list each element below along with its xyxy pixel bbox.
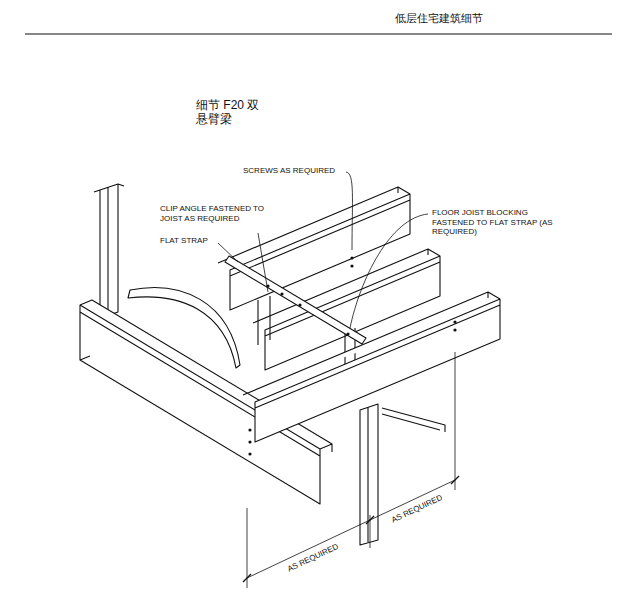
leader-lines [218, 172, 428, 328]
screw [346, 332, 349, 335]
running-header: 低层住宅建筑细节 [395, 12, 535, 25]
leader-line [258, 233, 268, 292]
callout-label: FLOOR JOIST BLOCKING FASTENED TO FLAT ST… [432, 208, 557, 237]
flat-strap [225, 256, 366, 344]
screw [350, 256, 353, 259]
screw [453, 320, 456, 323]
dimension-tick [243, 476, 459, 582]
leader-line [346, 172, 352, 250]
wall-stud [94, 184, 124, 318]
detail-title: 细节 F20 双悬臂梁 [196, 98, 260, 127]
leader-line [218, 243, 238, 262]
screw-dots [248, 256, 456, 455]
dimension-label: AS REQUIRED [284, 541, 342, 575]
dimension-label: AS REQUIRED [388, 492, 446, 526]
z-member [382, 408, 445, 432]
screw [248, 440, 251, 443]
dimension-lines [243, 352, 459, 588]
header-rule [25, 33, 612, 34]
screw [298, 303, 301, 306]
screw [280, 292, 283, 295]
leader-line [350, 214, 428, 328]
framing-members [25, 34, 612, 545]
extension-line [247, 352, 455, 588]
callout-label: CLIP ANGLE FASTENED TO JOIST AS REQUIRED [160, 204, 272, 223]
callout-label: FLAT STRAP [160, 236, 240, 246]
dimension-line [247, 480, 455, 578]
screw [248, 452, 251, 455]
screw [453, 328, 456, 331]
screw [350, 264, 353, 267]
screw [248, 428, 251, 431]
cutaway [128, 288, 240, 368]
callout-label: SCREWS AS REQUIRED [243, 166, 353, 176]
